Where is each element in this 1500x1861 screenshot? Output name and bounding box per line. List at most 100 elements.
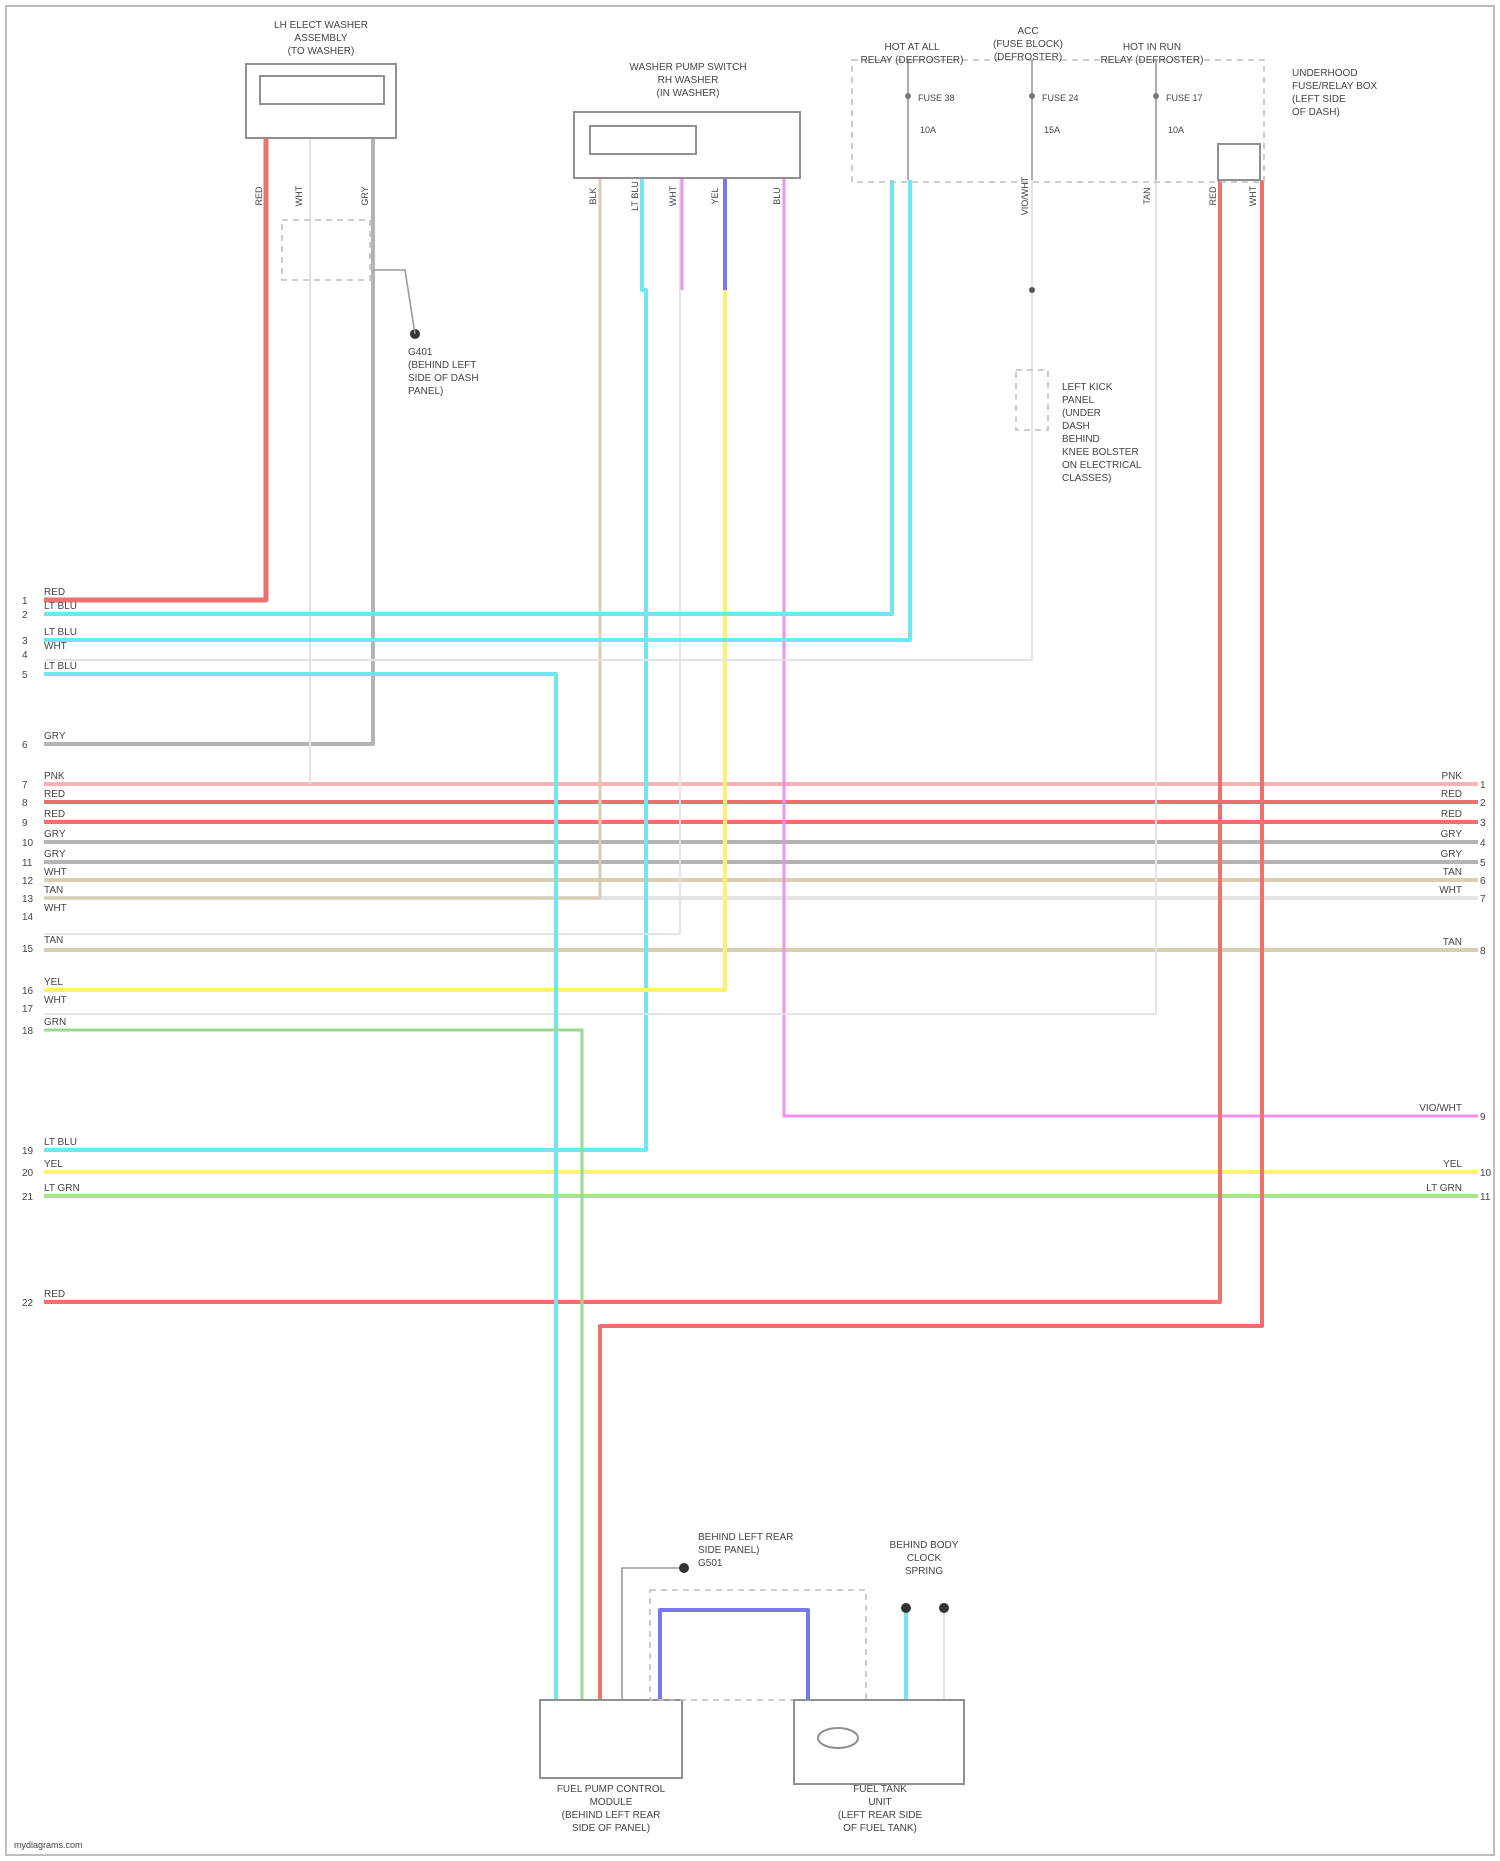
fuse-label: FUSE 17: [1166, 93, 1203, 103]
underhood-label-line: OF DASH): [1292, 107, 1340, 118]
switch-tan-wire: [44, 178, 600, 898]
left-wire-number: 4: [22, 650, 28, 661]
left-wire-label: WHT: [44, 867, 67, 878]
left-wire-label: WHT: [44, 641, 67, 652]
component-layer: [246, 60, 1264, 1784]
ground-body-label-line: BEHIND BODY: [890, 1540, 959, 1551]
vertical-wire-label: GRY: [360, 186, 370, 205]
left-wire-label: RED: [44, 1289, 65, 1300]
fuel-tank-label-line: (LEFT REAR SIDE: [838, 1810, 923, 1821]
ground-rear-label-line: BEHIND LEFT REAR: [698, 1532, 793, 1543]
left-wire-label: RED: [44, 789, 65, 800]
ground-rear-label-line: SIDE PANEL): [698, 1545, 760, 1556]
ground-body-label-line: SPRING: [905, 1566, 944, 1577]
right-wire-number: 9: [1480, 1112, 1486, 1123]
fuse-c-label-line: RELAY (DEFROSTER): [1101, 55, 1204, 66]
fuel-tank-label-line: UNIT: [868, 1797, 891, 1808]
fuel-pump-module-label-line: (BEHIND LEFT REAR: [562, 1810, 661, 1821]
fuel-pump-module-label-line: FUEL PUMP CONTROL: [557, 1784, 666, 1795]
fuse-ltblu-wire-2: [44, 180, 910, 640]
fuse-b-label-line: ACC: [1017, 26, 1038, 37]
switch-viowht-wire: [784, 178, 1478, 1116]
right-wire-number: 8: [1480, 946, 1486, 957]
ground-dash-label-line: (BEHIND LEFT: [408, 360, 476, 371]
right-wire-number: 11: [1480, 1192, 1491, 1203]
splice-note-label-line: LEFT KICK: [1062, 382, 1113, 393]
splice-note-label-line: PANEL: [1062, 395, 1094, 406]
vertical-wire-label: YEL: [710, 187, 720, 204]
left-wire-number: 11: [22, 858, 33, 869]
left-wire-number: 2: [22, 610, 28, 621]
right-wire-label: GRY: [1441, 829, 1463, 840]
right-wire-label: WHT: [1439, 885, 1462, 896]
left-wire-number: 5: [22, 670, 28, 681]
relay-red-wire-2: [600, 180, 1262, 1700]
fuel-pump-module-box: [540, 1700, 682, 1778]
right-wire-label: RED: [1441, 809, 1462, 820]
right-wire-label: TAN: [1443, 937, 1462, 948]
left-wire-label: LT BLU: [44, 661, 77, 672]
underhood-label-line: UNDERHOOD: [1292, 68, 1358, 79]
ground-dash-label-line: G401: [408, 347, 433, 358]
washer-switch-label-line: RH WASHER: [658, 75, 719, 86]
splice-note-label-line: DASH: [1062, 421, 1090, 432]
left-wire-number: 16: [22, 986, 34, 997]
splice-note-label-line: BEHIND: [1062, 434, 1100, 445]
right-wire-number: 2: [1480, 798, 1486, 809]
wire-layer: [44, 138, 1478, 1700]
washer-assembly-label-line: LH ELECT WASHER: [274, 20, 368, 31]
left-wire-number: 14: [22, 912, 34, 923]
fuse-amp-label: 10A: [1168, 125, 1184, 135]
right-wire-number: 1: [1480, 780, 1486, 791]
ground-dash-label-line: SIDE OF DASH: [408, 373, 479, 384]
right-wire-number: 10: [1480, 1168, 1492, 1179]
left-wire-label: PNK: [44, 771, 65, 782]
underhood-label-line: FUSE/RELAY BOX: [1292, 81, 1378, 92]
left-wire-label: GRN: [44, 1017, 66, 1028]
left-wire-label: YEL: [44, 1159, 63, 1170]
washer-assembly-inner: [260, 76, 384, 104]
diagram-frame: [6, 6, 1494, 1855]
fuse-amp-label: 15A: [1044, 125, 1060, 135]
left-wire-label: WHT: [44, 903, 67, 914]
fuse-label: FUSE 24: [1042, 93, 1079, 103]
left-wire-label: GRY: [44, 829, 66, 840]
left-wire-number: 21: [22, 1192, 34, 1203]
washer-connector-dash: [282, 220, 370, 280]
washer-assembly-label-line: (TO WASHER): [288, 46, 355, 57]
vertical-wire-label: WHT: [1248, 185, 1258, 206]
tank-ground-2: [939, 1603, 949, 1613]
right-wire-label: LT GRN: [1426, 1183, 1462, 1194]
left-wire-label: GRY: [44, 849, 66, 860]
relay-box: [1218, 144, 1260, 180]
fuse-block-dash: [852, 60, 1264, 182]
vertical-wire-label: WHT: [668, 185, 678, 206]
washer-gry-wire: [44, 138, 373, 744]
switch-yel-wire: [44, 178, 725, 990]
left-wire-number: 18: [22, 1026, 34, 1037]
washer-red-wire: [44, 138, 266, 600]
left-wire-number: 17: [22, 1004, 34, 1015]
fuel-pump-module-label-line: SIDE OF PANEL): [572, 1823, 650, 1834]
left-wire-number: 13: [22, 894, 34, 905]
splice-note-label-line: KNEE BOLSTER: [1062, 447, 1139, 458]
left-wire-number: 12: [22, 876, 34, 887]
ground-body-label-line: CLOCK: [907, 1553, 942, 1564]
left-wire-number: 19: [22, 1146, 34, 1157]
pump-dash: [650, 1590, 866, 1700]
vertical-wire-label: VIO/WHT: [1020, 176, 1030, 215]
vertical-wire-label: BLK: [588, 187, 598, 204]
left-wire-number: 22: [22, 1298, 34, 1309]
left-wire-label: WHT: [44, 995, 67, 1006]
splice-note-label-line: CLASSES): [1062, 473, 1111, 484]
vertical-wire-label: TAN: [1142, 187, 1152, 204]
left-wire-label: GRY: [44, 731, 66, 742]
washer-switch-label-line: (IN WASHER): [657, 88, 720, 99]
left-wire-number: 10: [22, 838, 34, 849]
right-wire-number: 4: [1480, 838, 1486, 849]
left-wire-label: LT GRN: [44, 1183, 80, 1194]
fuse-c-label-line: HOT IN RUN: [1123, 42, 1181, 53]
module-ground-lead: [622, 1568, 680, 1700]
left-wire-number: 3: [22, 636, 28, 647]
left-wire-number: 1: [22, 596, 28, 607]
